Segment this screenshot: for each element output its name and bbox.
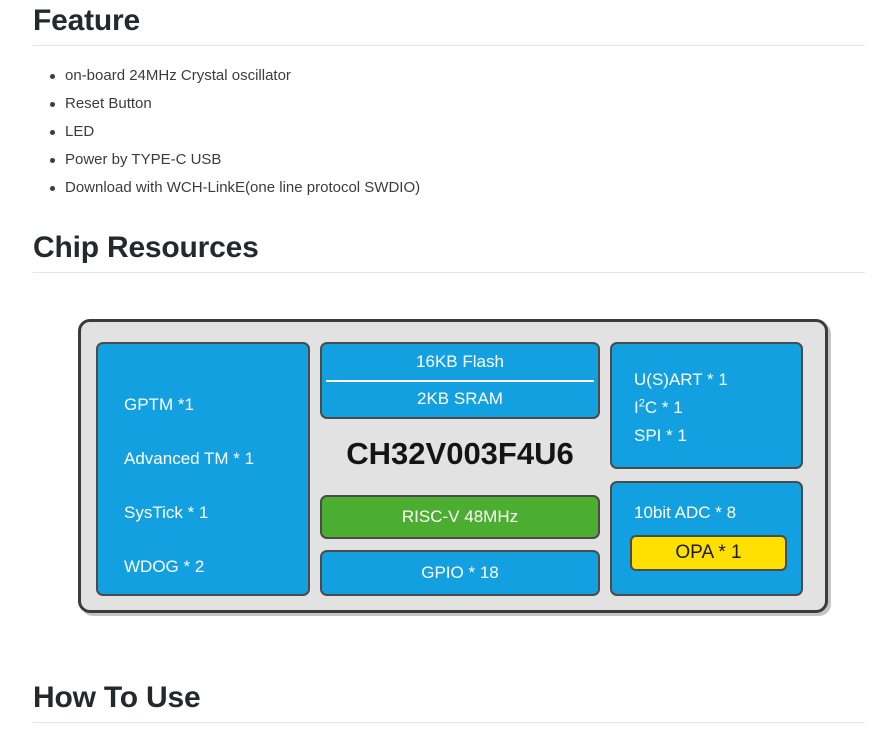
comms-i2c-label: I2C * 1 xyxy=(634,394,801,422)
section-divider-feature xyxy=(33,45,865,46)
comms-spi-label: SPI * 1 xyxy=(634,426,687,445)
comms-usart-label: U(S)ART * 1 xyxy=(634,370,728,389)
comms-i2c-suffix: C * 1 xyxy=(644,398,683,417)
chip-part-number-label: CH32V003F4U6 xyxy=(346,435,574,471)
page-title-feature: Feature xyxy=(33,4,140,37)
section-divider-how-to-use xyxy=(33,722,865,723)
comms-i2c-superscript: 2 xyxy=(638,397,645,410)
list-item-label: Reset Button xyxy=(65,95,152,112)
diagram-block-analog: 10bit ADC * 8 OPA * 1 xyxy=(610,481,803,596)
timer-gptm-label: GPTM *1 xyxy=(124,395,194,414)
list-item: Download with WCH-LinkE(one line protoco… xyxy=(33,174,733,202)
diagram-block-gpio: GPIO * 18 xyxy=(320,550,600,596)
diagram-block-timers: GPTM *1 Advanced TM * 1 SysTick * 1 WDOG… xyxy=(96,342,310,596)
diagram-block-opa: OPA * 1 xyxy=(630,535,787,571)
timer-advanced-label: Advanced TM * 1 xyxy=(124,449,255,468)
list-item-label: Download with WCH-LinkE(one line protoco… xyxy=(65,179,421,196)
memory-divider xyxy=(326,379,594,382)
page-title-chip-resources: Chip Resources xyxy=(33,231,259,264)
diagram-block-memory: 16KB Flash 2KB SRAM xyxy=(320,342,600,419)
list-item: Reset Button xyxy=(33,90,733,118)
diagram-block-core: RISC-V 48MHz xyxy=(320,495,600,539)
chip-diagram-inner: GPTM *1 Advanced TM * 1 SysTick * 1 WDOG… xyxy=(81,322,825,610)
comms-i2c-prefix: I xyxy=(634,398,639,417)
bullet-icon xyxy=(50,102,55,107)
timer-wdog-label: WDOG * 2 xyxy=(124,557,205,576)
timer-systick-label: SysTick * 1 xyxy=(124,503,209,522)
list-item: Power by TYPE-C USB xyxy=(33,146,733,174)
list-item: on-board 24MHz Crystal oscillator xyxy=(33,62,733,90)
section-divider-chip-resources xyxy=(33,272,865,273)
page-title-how-to-use: How To Use xyxy=(33,681,201,714)
list-item-label: on-board 24MHz Crystal oscillator xyxy=(65,67,291,84)
analog-adc-label: 10bit ADC * 8 xyxy=(634,503,737,522)
diagram-block-communication: U(S)ART * 1 I2C * 1 SPI * 1 xyxy=(610,342,803,469)
bullet-icon xyxy=(50,158,55,163)
list-item-label: Power by TYPE-C USB xyxy=(65,151,222,168)
list-item-label: LED xyxy=(65,123,95,140)
bullet-icon xyxy=(50,186,55,191)
list-item: LED xyxy=(33,118,733,146)
memory-sram-label: 2KB SRAM xyxy=(417,388,503,408)
chip-block-diagram: GPTM *1 Advanced TM * 1 SysTick * 1 WDOG… xyxy=(78,319,828,613)
bullet-icon xyxy=(50,74,55,79)
feature-list: on-board 24MHz Crystal oscillator Reset … xyxy=(33,62,733,202)
bullet-icon xyxy=(50,130,55,135)
memory-flash-label: 16KB Flash xyxy=(416,352,504,372)
